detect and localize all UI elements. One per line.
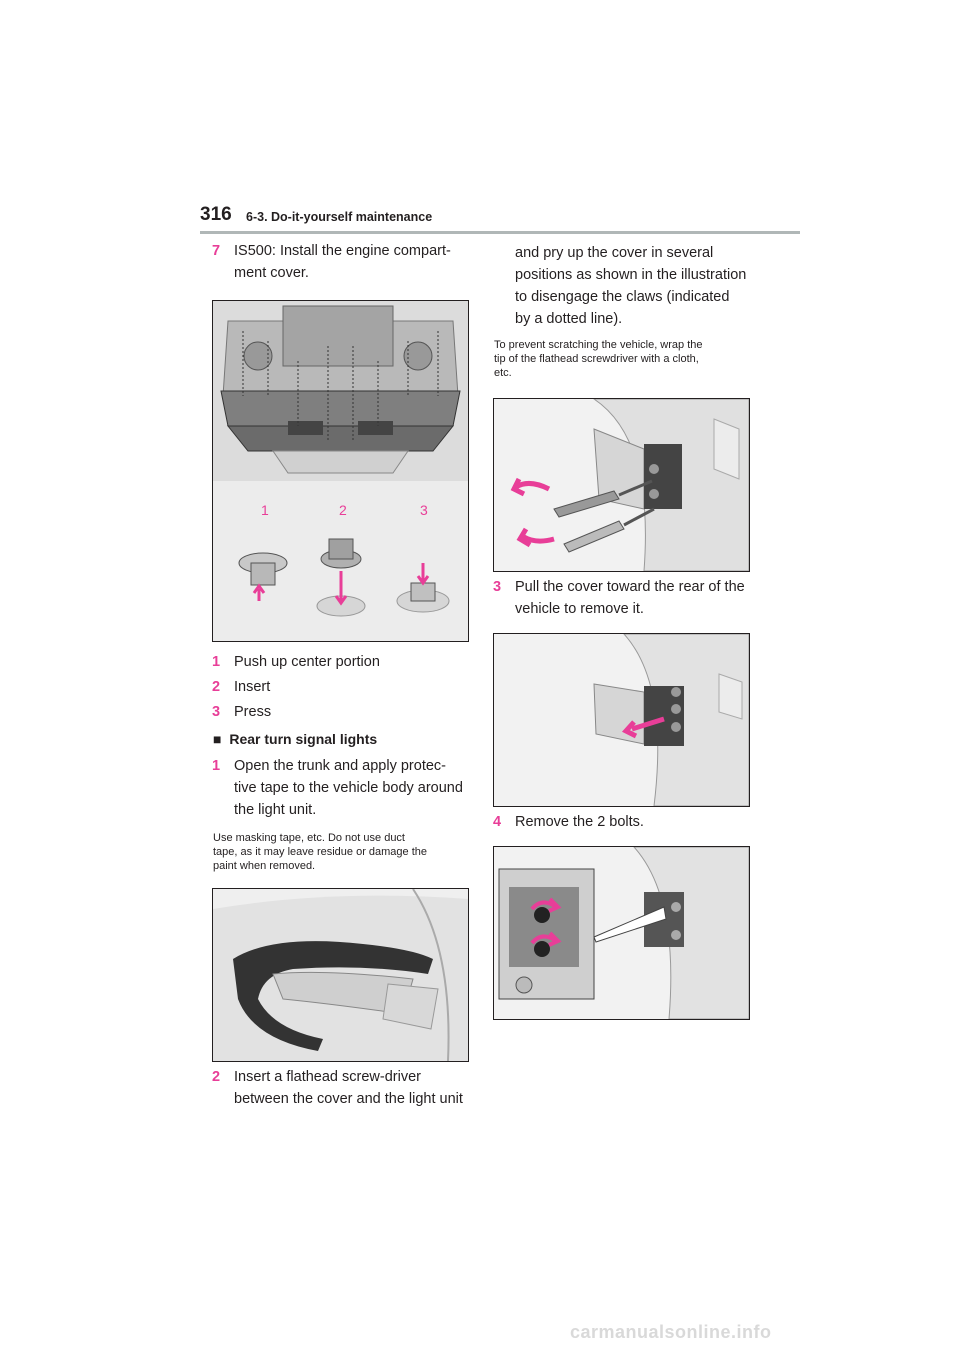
step-text-line: to disengage the claws (indicated — [515, 289, 730, 305]
step-1: 1 Open the trunk and apply protec- tive … — [212, 755, 472, 821]
step-text-line: by a dotted line). — [515, 311, 623, 327]
clip-label-1: 1 — [261, 502, 269, 518]
step-text-line: Open the trunk and apply protec- — [234, 758, 446, 774]
heading-bullet: ■ — [213, 731, 222, 747]
legend-number: 2 — [212, 679, 221, 695]
step-text-line: and pry up the cover in several — [515, 245, 714, 261]
step-7: 7 IS500: Install the engine compart- men… — [212, 240, 472, 284]
step-text-line: vehicle to remove it. — [515, 601, 644, 617]
note-masking-tape: Use masking tape, etc. Do not use duct t… — [213, 831, 473, 873]
legend-text: Insert — [234, 679, 271, 695]
note-line: etc. — [494, 367, 512, 379]
note-line: Use masking tape, etc. Do not use duct — [213, 832, 405, 844]
legend-text: Press — [234, 704, 272, 720]
screwdriver-pry-illustration — [493, 398, 750, 572]
legend-number: 1 — [212, 654, 221, 670]
step-2-continued: and pry up the cover in several position… — [493, 242, 763, 330]
section-title: 6-3. Do-it-yourself maintenance — [246, 210, 433, 224]
step-text-line: Pull the cover toward the rear of the — [515, 579, 745, 595]
clip-label-2: 2 — [339, 502, 347, 518]
step-text-line: between the cover and the light unit — [234, 1091, 463, 1107]
note-line: To prevent scratching the vehicle, wrap … — [494, 339, 703, 351]
step-number: 7 — [212, 243, 221, 259]
legend-text: Push up center portion — [234, 654, 380, 670]
step-text-line: tive tape to the vehicle body around — [234, 780, 463, 796]
step-number: 1 — [212, 758, 221, 774]
step-text-line: IS500: Install the engine compart- — [234, 243, 451, 259]
step-number: 2 — [212, 1069, 221, 1085]
taillight-tape-illustration — [212, 888, 469, 1062]
remove-bolts-illustration — [493, 846, 750, 1020]
step-text-line: Insert a flathead screw-driver — [234, 1069, 421, 1085]
step-4: 4 Remove the 2 bolts. — [493, 811, 763, 833]
note-line: tape, as it may leave residue or damage … — [213, 846, 428, 858]
step-number: 3 — [493, 579, 502, 595]
step-text-line: Remove the 2 bolts. — [515, 814, 644, 830]
step-3: 3 Pull the cover toward the rear of the … — [493, 576, 763, 620]
subsection-heading: ■ Rear turn signal lights — [213, 731, 377, 747]
page-number: 316 — [200, 204, 232, 225]
note-screwdriver: To prevent scratching the vehicle, wrap … — [494, 338, 754, 380]
clip-label-3: 3 — [420, 502, 428, 518]
step-text-line: ment cover. — [234, 265, 309, 281]
step-text-line: positions as shown in the illustration — [515, 267, 747, 283]
legend-item-2: 2 Insert — [212, 676, 472, 698]
step-2: 2 Insert a flathead screw-driver between… — [212, 1066, 482, 1110]
header-rule — [200, 231, 800, 234]
note-line: tip of the flathead screwdriver with a c… — [494, 353, 699, 365]
step-text-line: the light unit. — [234, 802, 317, 818]
legend-item-1: 1 Push up center portion — [212, 651, 472, 673]
heading-text: Rear turn signal lights — [229, 731, 378, 747]
pull-cover-illustration — [493, 633, 750, 807]
legend-number: 3 — [212, 704, 221, 720]
watermark: carmanualsonline.info — [570, 1322, 772, 1342]
engine-cover-illustration: 1 2 3 — [212, 300, 469, 642]
step-number: 4 — [493, 814, 502, 830]
note-line: paint when removed. — [213, 860, 316, 872]
legend-item-3: 3 Press — [212, 701, 472, 723]
